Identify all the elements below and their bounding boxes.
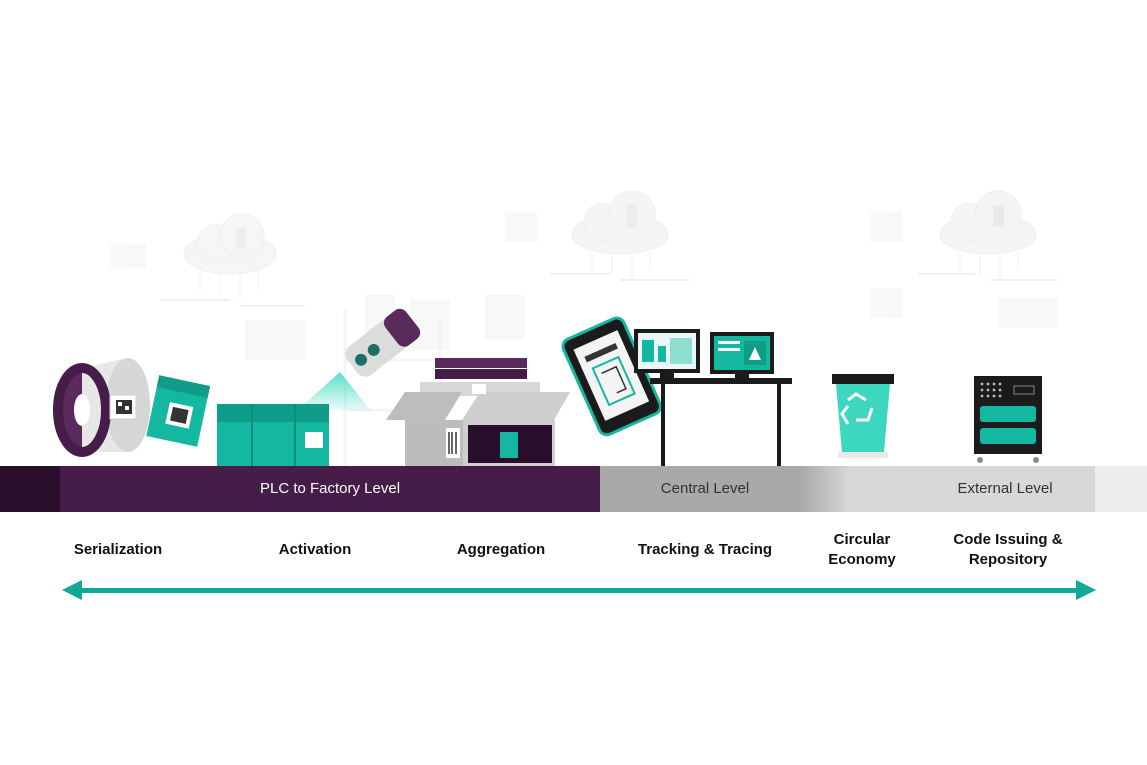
level-band [0,466,1147,512]
scanner-beam [300,372,372,412]
product-tag-icon [146,375,211,447]
label-roll-icon [53,358,150,457]
server-rack-icon [974,376,1042,463]
stage-tracking-tracing: Tracking & Tracing [637,541,773,558]
scanner-icon [345,308,421,377]
stage-aggregation: Aggregation [456,541,546,558]
shipping-case-icon [217,404,329,466]
recycle-bin-icon [832,374,894,458]
stage-code-issuing-repository: Code Issuing & Repository [953,531,1063,568]
double-arrow-icon [62,580,1096,600]
desk-icon [650,378,792,466]
box-icon [386,358,570,466]
monitor-icon [634,329,700,378]
stage-circular-economy: Circular Economy [828,531,896,568]
monitor-icon [710,332,774,378]
cloud-upload-icon [939,190,1037,280]
level-label-external: External Level [957,480,1053,497]
stage-activation: Activation [278,541,352,558]
cloud-upload-icon [183,213,277,300]
cloud-upload-icon [571,190,669,280]
background-decoration [110,190,1058,466]
datamatrix-icon [116,400,132,414]
level-label-plc: PLC to Factory Level [259,480,401,497]
level-label-central: Central Level [660,480,750,497]
stage-serialization: Serialization [73,541,163,558]
